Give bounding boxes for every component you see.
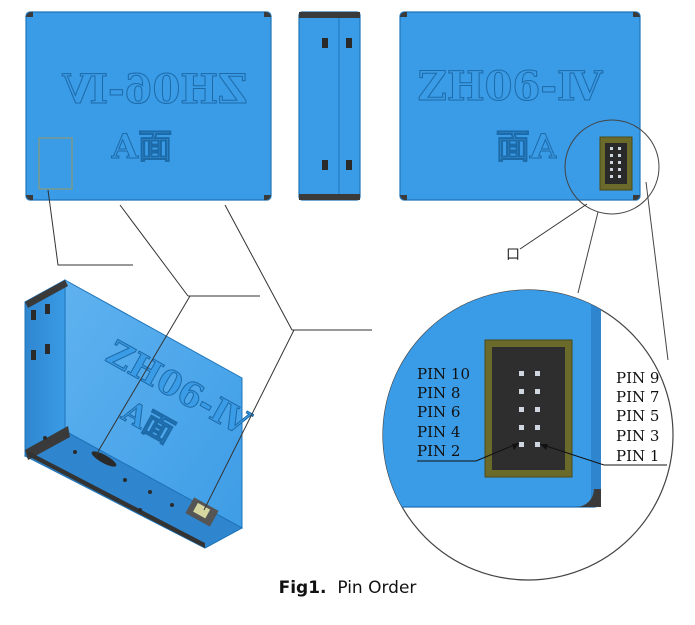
- front-view: ZH06-Ⅳ A面: [25, 11, 272, 201]
- back-side-text: A面: [496, 127, 557, 167]
- pin1-leader: [539, 443, 667, 466]
- pin2-leader: [417, 442, 520, 462]
- iso-side-slot: [45, 304, 50, 314]
- pin-label-left: PIN 8: [417, 384, 460, 402]
- front-model-text: ZH06-Ⅳ: [62, 66, 247, 113]
- iso-side-slot: [45, 344, 50, 354]
- side-slot: [322, 38, 328, 48]
- iso-sensor-window: [91, 451, 117, 467]
- connector-pins: [519, 371, 540, 447]
- zoom-connector-body: [492, 347, 565, 470]
- pointer-lines: [47, 189, 372, 511]
- caption-label: Fig1.: [278, 578, 327, 598]
- back-view: ZH06-Ⅳ A面: [399, 11, 660, 215]
- pin-label-right: PIN 9: [616, 369, 659, 387]
- pin-label-right: PIN 1: [616, 447, 659, 465]
- iso-side-slot: [31, 350, 36, 360]
- pin-label-right: PIN 7: [616, 388, 659, 406]
- zoom-detail: PIN 10 PIN 8 PIN 6 PIN 4 PIN 2 PIN 9 PIN…: [382, 289, 674, 581]
- callout-label: 口: [506, 247, 520, 263]
- front-side-text: A面: [111, 127, 172, 167]
- front-sensor-window: [38, 137, 73, 190]
- pin-label-left: PIN 2: [417, 442, 460, 460]
- caption-text: Pin Order: [337, 578, 417, 598]
- side-slot: [346, 38, 352, 48]
- figure-caption: Fig1. Pin Order: [0, 578, 695, 598]
- iso-side-slot: [31, 310, 36, 320]
- side-view: [298, 11, 361, 201]
- pin-label-right: PIN 3: [616, 427, 659, 445]
- pin-label-right: PIN 5: [616, 407, 659, 425]
- pin-label-left: PIN 6: [417, 403, 460, 421]
- side-slot: [322, 160, 328, 170]
- isometric-view: ZH06-Ⅳ A面: [23, 279, 258, 549]
- side-slot: [346, 160, 352, 170]
- back-model-text: ZH06-Ⅳ: [418, 63, 603, 110]
- pin-label-left: PIN 10: [417, 365, 470, 383]
- back-callout-circle: [564, 119, 660, 215]
- pin-label-left: PIN 4: [417, 423, 460, 441]
